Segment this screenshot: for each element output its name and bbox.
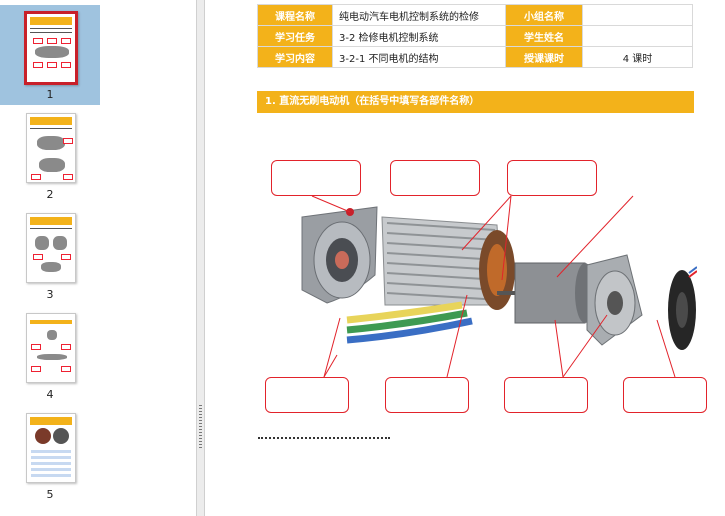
answer-box-bottom-1[interactable]: [265, 377, 349, 413]
dotted-divider: [258, 437, 390, 439]
thumbnail-preview: [26, 213, 76, 283]
thumbnail-page-number: 2: [46, 188, 54, 201]
stator-housing-image: [381, 216, 515, 310]
splitter-grip[interactable]: [199, 405, 202, 450]
power-cables-image: [346, 301, 473, 344]
thumbnail-page-number: 3: [46, 288, 54, 301]
thumbnail-preview: [26, 313, 76, 383]
table-row: 学习任务 3-2 检修电机控制系统 学生姓名: [257, 25, 693, 47]
table-row: 课程名称 纯电动汽车电机控制系统的检修 小组名称: [257, 4, 693, 26]
thumbnail-preview: [24, 11, 78, 85]
thumbnail-page-1[interactable]: 1: [0, 5, 100, 105]
label-class-hours: 授课课时: [505, 46, 583, 68]
value-learning-content: 3-2-1 不同电机的结构: [332, 46, 506, 68]
thumbnail-page-number: 1: [46, 88, 54, 101]
value-student-name[interactable]: [582, 25, 693, 47]
thumbnail-preview: [26, 413, 76, 483]
value-course-name: 纯电动汽车电机控制系统的检修: [332, 4, 506, 26]
panel-splitter[interactable]: [196, 0, 205, 516]
thumbnail-page-4[interactable]: 4: [0, 305, 100, 405]
front-end-cap-image: [301, 206, 378, 304]
thumbnail-page-5[interactable]: 5: [0, 405, 100, 505]
thumbnail-page-number: 4: [46, 388, 54, 401]
value-class-hours: 4 课时: [582, 46, 693, 68]
sensor-disc-image: [668, 266, 698, 350]
label-student-name: 学生姓名: [505, 25, 583, 47]
motor-diagram: [257, 155, 707, 424]
callout-lines: [311, 195, 676, 378]
answer-box-bottom-4[interactable]: [623, 377, 707, 413]
label-group-name: 小组名称: [505, 4, 583, 26]
section-title: 1. 直流无刷电动机（在括号中填写各部件名称）: [257, 91, 694, 113]
value-group-name[interactable]: [582, 4, 693, 26]
table-row: 学习内容 3-2-1 不同电机的结构 授课课时 4 课时: [257, 46, 693, 68]
answer-box-bottom-2[interactable]: [385, 377, 469, 413]
value-learning-task: 3-2 检修电机控制系统: [332, 25, 506, 47]
thumbnail-page-3[interactable]: 3: [0, 205, 100, 305]
course-info-table: 课程名称 纯电动汽车电机控制系统的检修 小组名称 学习任务 3-2 检修电机控制…: [257, 4, 693, 68]
thumbnail-preview: [26, 113, 76, 183]
thumbnail-sidebar: 1 2 3 4: [0, 0, 104, 516]
answer-box-top-right[interactable]: [507, 160, 597, 196]
label-learning-task: 学习任务: [257, 25, 333, 47]
label-learning-content: 学习内容: [257, 46, 333, 68]
label-course-name: 课程名称: [257, 4, 333, 26]
answer-box-top-left[interactable]: [271, 160, 361, 196]
thumbnail-page-2[interactable]: 2: [0, 105, 100, 205]
rear-end-cap-image: [586, 254, 643, 346]
answer-box-top-middle[interactable]: [390, 160, 480, 196]
document-page: 课程名称 纯电动汽车电机控制系统的检修 小组名称 学习任务 3-2 检修电机控制…: [205, 0, 725, 516]
motor-exploded-view: [301, 195, 698, 378]
answer-box-bottom-3[interactable]: [504, 377, 588, 413]
thumbnail-page-number: 5: [46, 488, 54, 501]
